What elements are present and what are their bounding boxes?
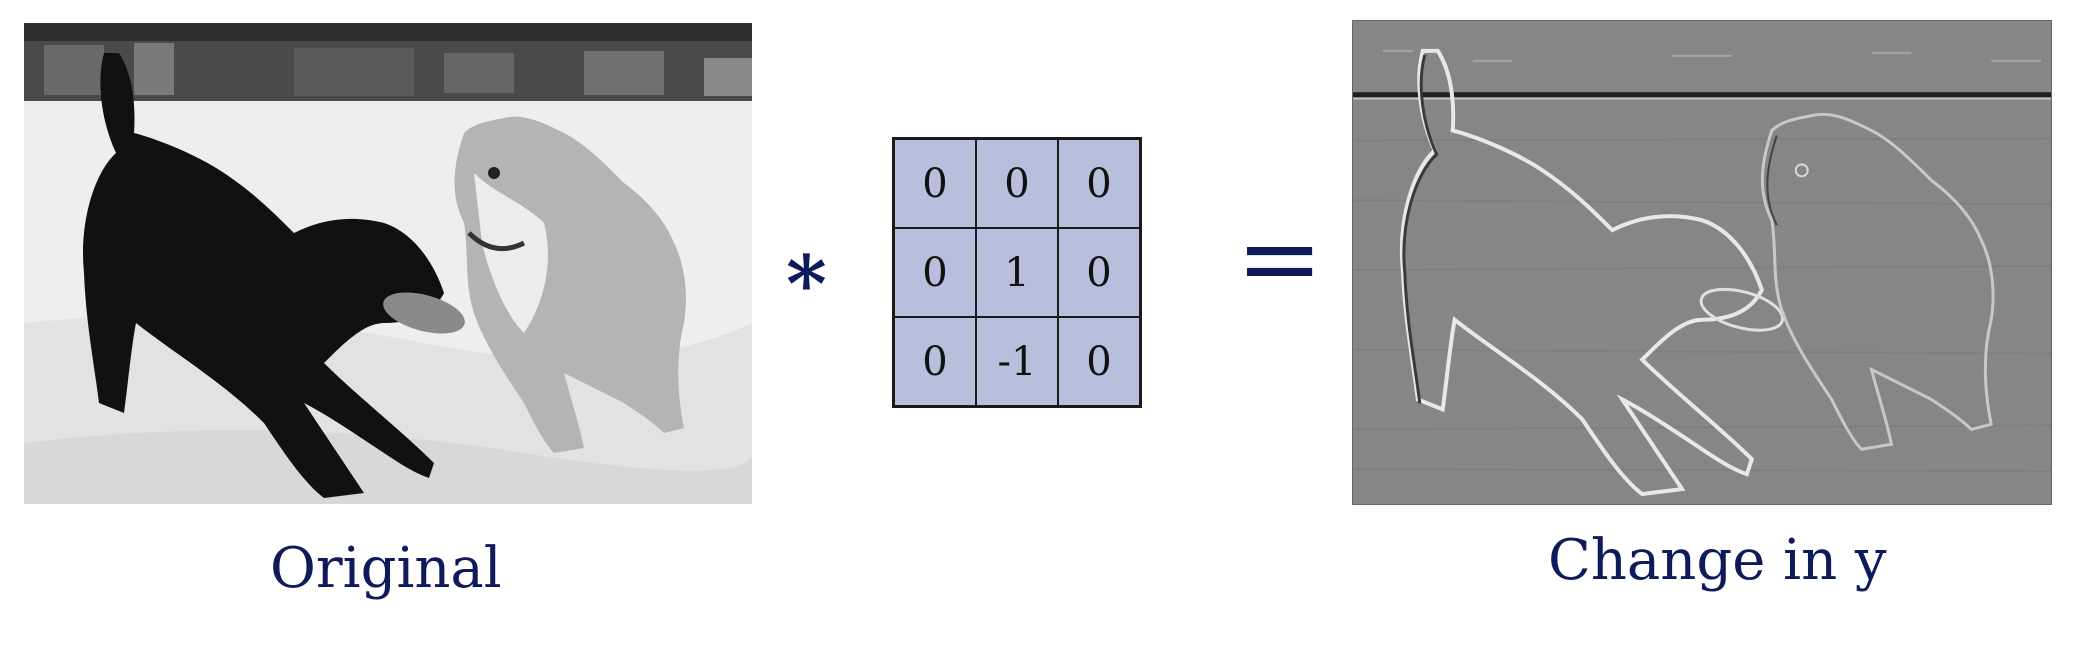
kernel-cell-2-0: 0 xyxy=(894,317,976,406)
original-image xyxy=(24,23,752,504)
kernel-cell-0-1: 0 xyxy=(976,139,1058,228)
kernel-grid: 0 0 0 0 1 0 0 -1 0 xyxy=(892,137,1142,408)
kernel-cell-0-2: 0 xyxy=(1058,139,1140,228)
kernel-cell-1-1: 1 xyxy=(976,228,1058,317)
kernel-cell-2-1: -1 xyxy=(976,317,1058,406)
caption-change-in-y: Change in y xyxy=(1548,528,1887,593)
caption-original: Original xyxy=(270,536,502,601)
convolution-operator: * xyxy=(786,239,827,330)
kernel-cell-0-0: 0 xyxy=(894,139,976,228)
kernel-cell-2-2: 0 xyxy=(1058,317,1140,406)
kernel-cell-1-2: 0 xyxy=(1058,228,1140,317)
equals-operator: = xyxy=(1236,197,1324,319)
kernel-cell-1-0: 0 xyxy=(894,228,976,317)
edge-detection-image xyxy=(1352,20,2052,505)
